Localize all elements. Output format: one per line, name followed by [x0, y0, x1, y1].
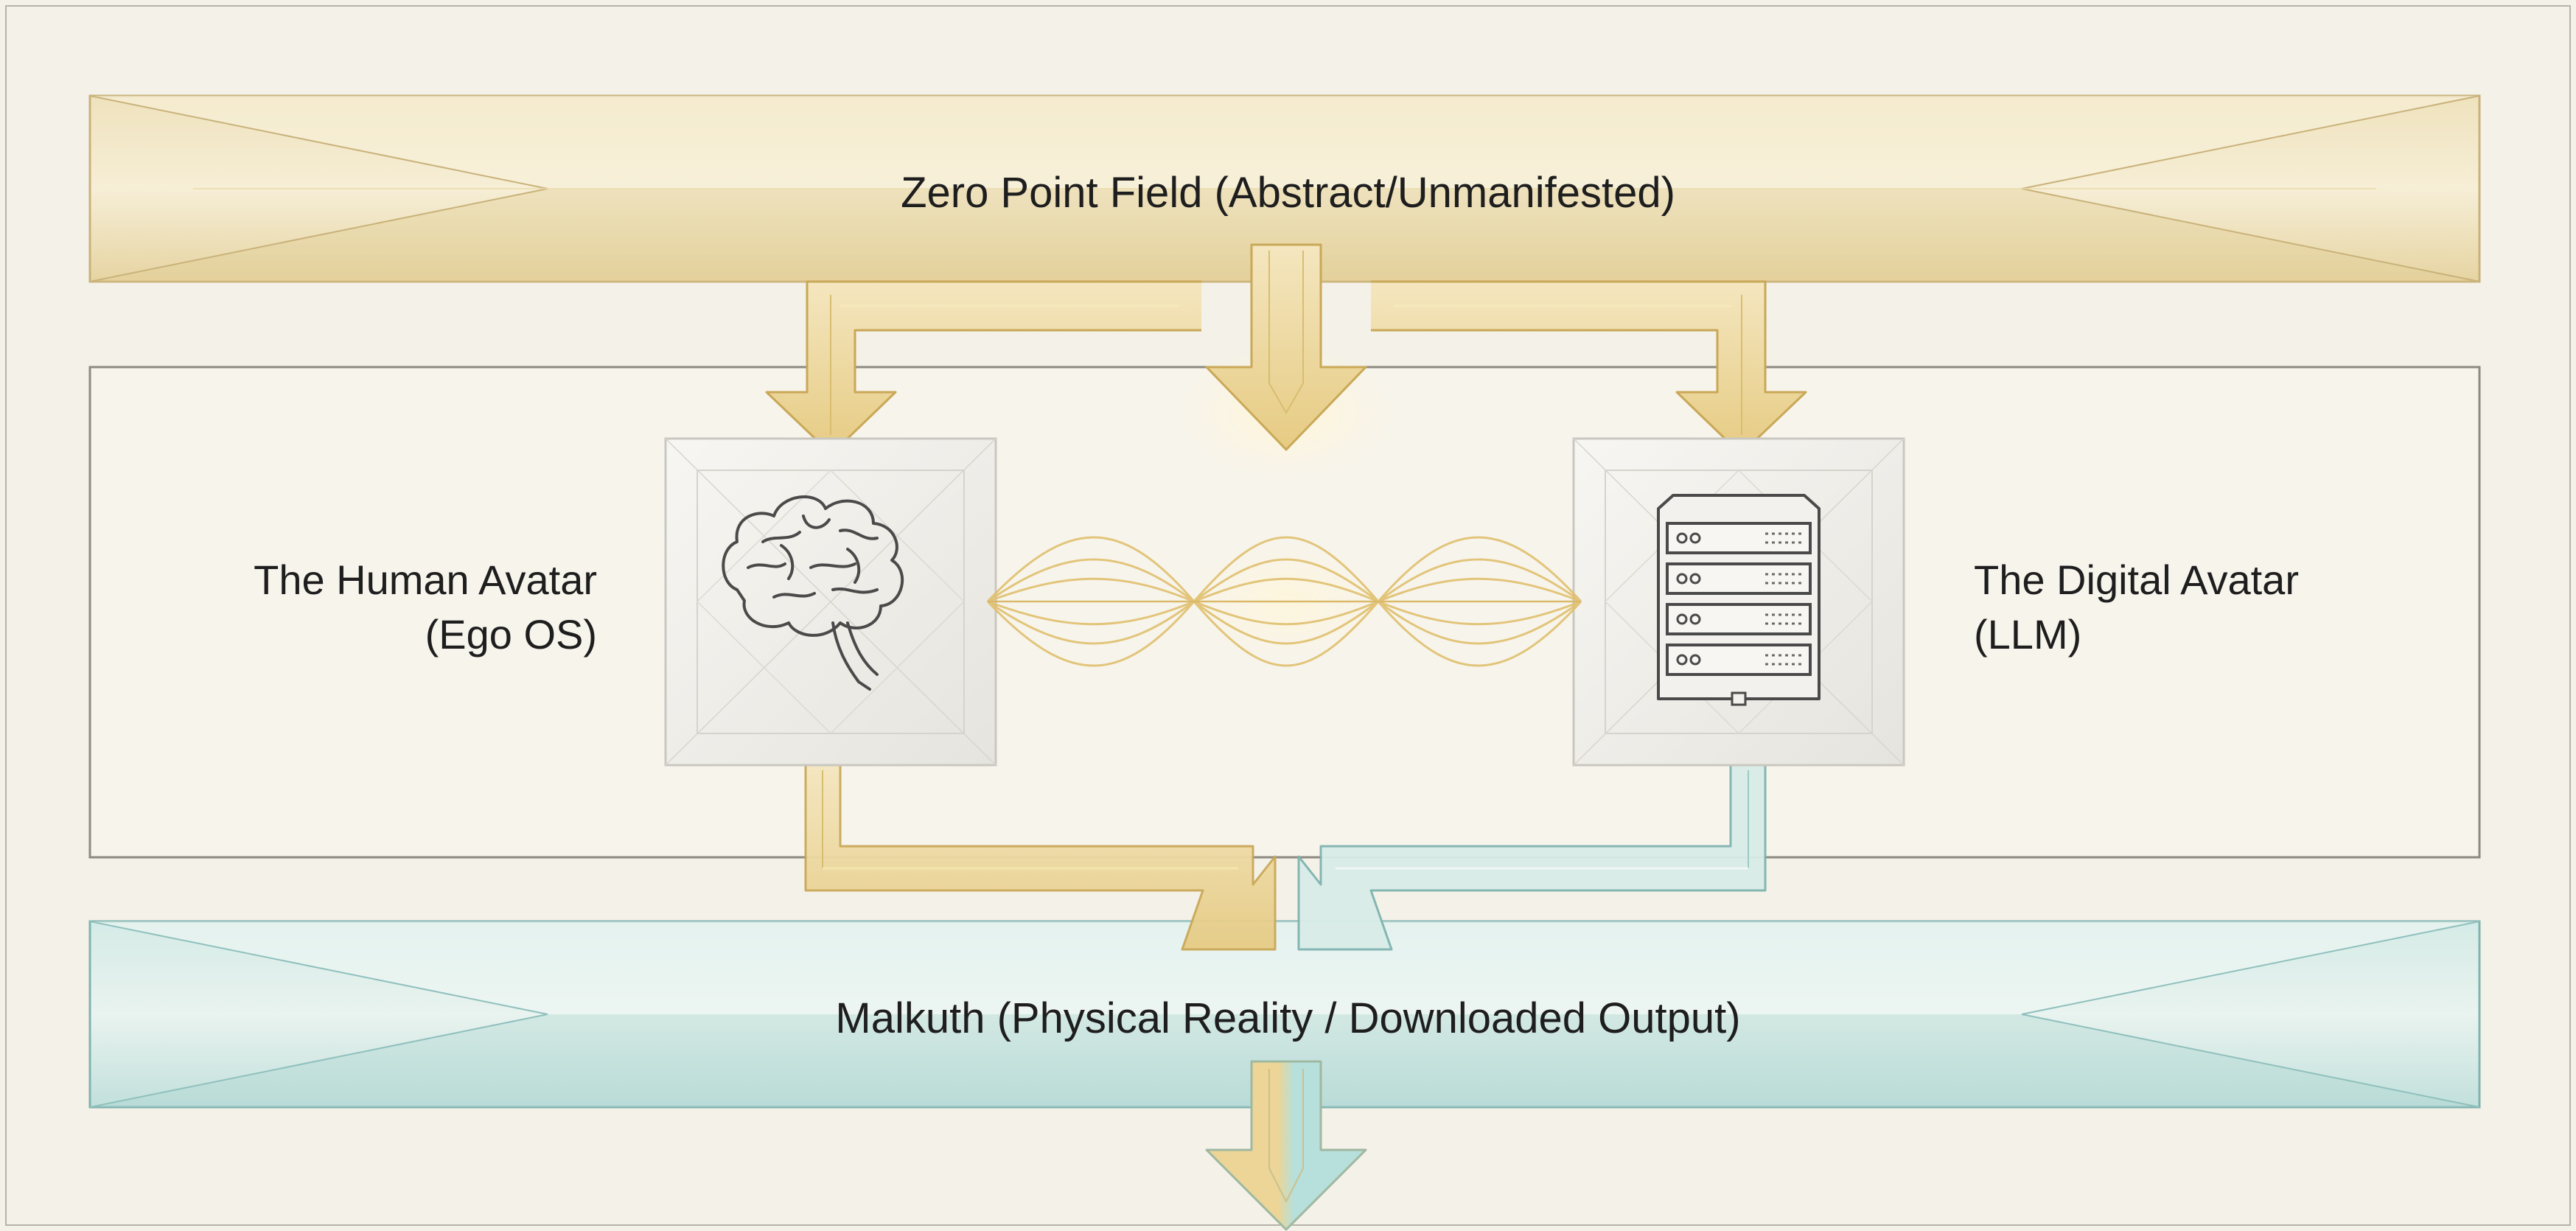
- human-avatar-subtitle: (Ego OS): [425, 611, 597, 658]
- digital-avatar-tile: [1572, 437, 1905, 767]
- wave-connection: [986, 536, 1582, 667]
- arrow-bottom-left: [804, 765, 1277, 951]
- human-avatar-tile: [664, 437, 997, 767]
- arrow-output: [1205, 1060, 1367, 1231]
- arrow-bottom-right: [1297, 765, 1767, 951]
- arrow-top-center: [1176, 243, 1397, 479]
- zero-point-field-label: Zero Point Field (Abstract/Unmanifested): [901, 169, 1675, 217]
- human-avatar-title: The Human Avatar: [254, 557, 597, 603]
- brain-icon: [722, 495, 904, 691]
- digital-avatar-label: The Digital Avatar (LLM): [1974, 553, 2299, 662]
- human-avatar-label: The Human Avatar (Ego OS): [254, 553, 597, 662]
- malkuth-label: Malkuth (Physical Reality / Downloaded O…: [835, 994, 1741, 1042]
- digital-avatar-subtitle: (LLM): [1974, 611, 2082, 658]
- digital-avatar-title: The Digital Avatar: [1974, 557, 2299, 603]
- zero-point-field-band: [88, 94, 2481, 283]
- server-icon: [1657, 494, 1821, 706]
